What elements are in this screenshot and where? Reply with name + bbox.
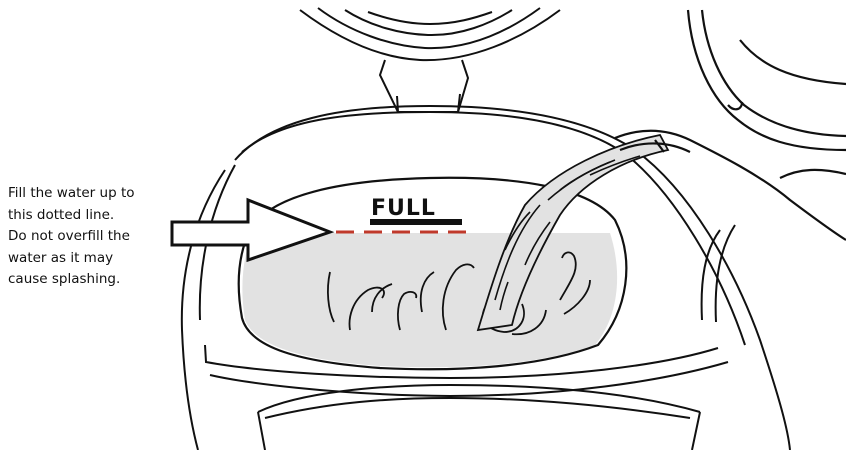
- instruction-line: cause splashing.: [8, 269, 183, 291]
- instruction-line: this dotted line.: [8, 205, 183, 227]
- instruction-line: Do not overfill the: [8, 226, 183, 248]
- fill-instructions: Fill the water up to this dotted line. D…: [8, 183, 183, 291]
- instruction-line: Fill the water up to: [8, 183, 183, 205]
- instruction-line: water as it may: [8, 248, 183, 270]
- kettle-lid: [300, 8, 560, 112]
- pouring-kettle: [615, 10, 846, 240]
- full-marker: FULL: [370, 196, 462, 225]
- full-label: FULL: [371, 196, 436, 221]
- full-underline: [370, 219, 462, 225]
